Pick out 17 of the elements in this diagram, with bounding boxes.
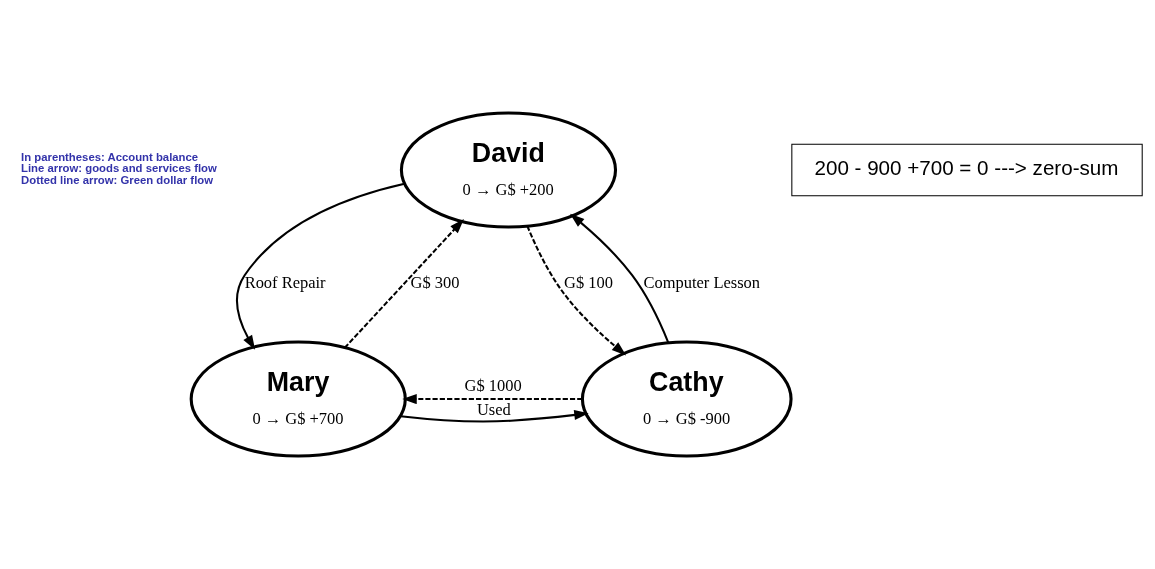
edge-label: G$ 1000: [464, 375, 522, 395]
edge-label: Computer Lesson: [643, 273, 761, 293]
arrow: [570, 213, 670, 344]
node-box: 200 - 900 +700 = 0 ---> zero-sum: [791, 143, 1143, 197]
label: In parentheses: Account balance: [21, 151, 199, 163]
node-ellipse: Mary 0 → G$ +700: [189, 340, 407, 458]
arrow: [400, 409, 589, 423]
arrow: [344, 219, 464, 349]
arrow: [402, 394, 583, 405]
arrow: [236, 182, 405, 350]
edge-label: Roof Repair: [244, 273, 326, 293]
edge-label: G$ 100: [564, 273, 614, 293]
label: Dotted line arrow: Green dollar flow: [21, 173, 214, 186]
edge-label: G$ 300: [410, 273, 460, 293]
label: Line arrow: goods and services flow: [21, 162, 217, 175]
arrow: [526, 225, 627, 356]
edge-label: Used: [476, 400, 511, 420]
